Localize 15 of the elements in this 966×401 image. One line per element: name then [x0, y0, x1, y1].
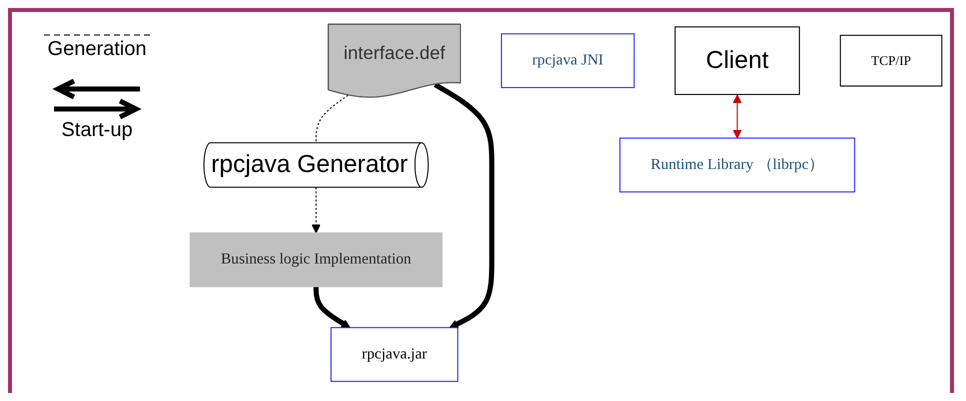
node-box: [674, 26, 800, 95]
legend-text: Generation: [48, 38, 146, 61]
arrow: [314, 286, 350, 328]
node-box: [330, 326, 458, 382]
node-box: [190, 232, 442, 287]
node-box: [619, 137, 856, 192]
page-frame: Generation Start-up interface.def rpcjava Generator rpcjava.jar rpcjava JNI Runtime Library （librpc） Business logic Implementation Client TCP/IP: [8, 8, 954, 393]
node-box: [500, 32, 635, 88]
legend-text: Start-up: [61, 119, 133, 142]
arrow: [732, 94, 742, 138]
arrow: [434, 82, 494, 328]
node-text: rpcjava Generator: [211, 150, 408, 178]
connector: [316, 94, 348, 142]
arrow: [312, 187, 321, 233]
node-box: [840, 34, 942, 86]
